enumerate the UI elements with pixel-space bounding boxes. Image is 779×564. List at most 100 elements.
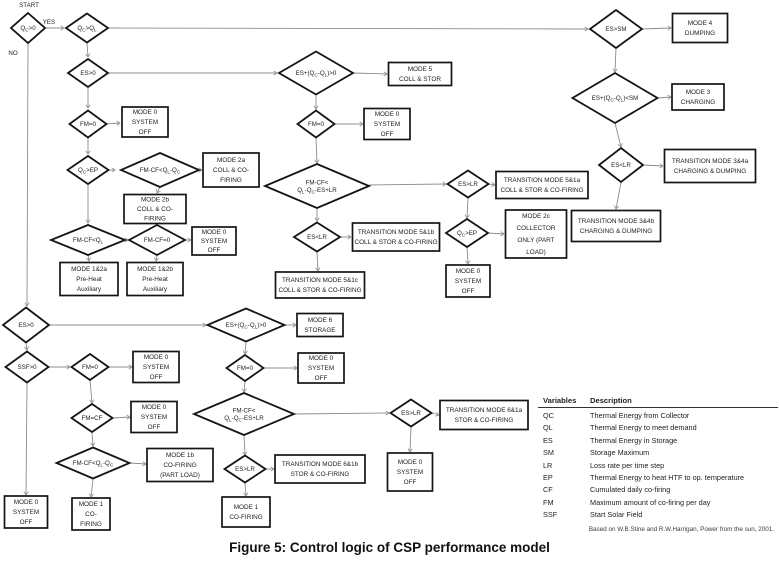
node-label: ES+(QC-QL)>0 — [296, 70, 337, 78]
node-label: MODE 5 — [408, 66, 433, 73]
flow-node-d20: FM=0 — [69, 352, 111, 382]
legend-description: Thermal Energy from Collector — [590, 411, 690, 420]
diamond-shape — [54, 446, 132, 480]
node-label: MODE 2c — [522, 213, 551, 220]
node-label: (PART LOAD) — [160, 472, 200, 479]
box-shape — [387, 61, 453, 87]
node-label: TRANSITION MODE 6&1a — [446, 407, 523, 414]
legend-description: Thermal Energy to meet demand — [590, 423, 697, 433]
node-label: FM-CF< — [233, 407, 256, 414]
flow-edge — [488, 182, 496, 187]
box-shape — [132, 350, 180, 384]
flow-edge — [107, 26, 589, 32]
node-label: CHARGING — [681, 99, 715, 106]
node-label: SYSTEM — [132, 119, 158, 126]
flow-node-d19: SSF>0 — [3, 350, 51, 384]
flow-edge — [314, 137, 320, 164]
node-label: FM-CF=0 — [144, 237, 171, 244]
flow-node-d12: ES<LR — [292, 221, 342, 253]
flow-edge — [487, 231, 505, 237]
diamond-shape — [224, 353, 266, 383]
legend-variable: CF — [543, 485, 553, 495]
flow-edge — [24, 342, 30, 351]
legend-row: QC Thermal Energy from Collector — [538, 410, 778, 422]
node-label: MODE 0 — [398, 459, 423, 466]
diamond-shape — [277, 50, 355, 96]
box-shape — [274, 454, 366, 484]
node-label: QC>EP — [78, 167, 98, 175]
flow-node-d26: ES>LR — [388, 398, 434, 428]
flow-node-d15: ES>SM — [588, 8, 644, 50]
legend-variable: QL — [543, 423, 553, 433]
node-label: Auxiliary — [77, 286, 102, 293]
diamond-shape — [444, 217, 490, 249]
legend-description: Thermal Energy in Storage — [590, 435, 678, 445]
legend-header: Variables Description — [538, 396, 778, 408]
flow-label-start: START — [19, 2, 39, 9]
node-label: MODE 0 — [14, 499, 39, 506]
flow-node-d23: ES+(QC-QL)>0 — [205, 307, 287, 343]
node-label: ES<LR — [611, 162, 631, 169]
diamond-shape — [3, 350, 51, 384]
diamond-shape — [205, 307, 287, 343]
node-label: CO-FIRING — [229, 514, 262, 521]
node-label: Auxiliary — [143, 286, 168, 293]
flow-node-d27: ES>LR — [222, 454, 268, 484]
flow-edge — [464, 197, 470, 219]
node-label: MODE 6 — [308, 317, 333, 324]
legend-variable: QC — [543, 411, 554, 420]
node-label: OFF — [315, 375, 328, 382]
flow-node-d25: FM-CF<QL-QC-ES+LR — [191, 392, 297, 436]
flow-node-d4: FM=0 — [67, 109, 109, 139]
flow-node-d5: QC>EP — [65, 154, 111, 186]
node-label: ES>SM — [605, 26, 626, 33]
node-label: Pre-Heat — [76, 276, 102, 283]
legend-row: ES Thermal Energy in Storage — [538, 435, 778, 447]
node-label: COLL & CO- — [213, 167, 249, 174]
node-label: COLL & STOR & CO-FIRING — [278, 287, 361, 294]
diamond-shape — [64, 12, 110, 44]
diamond-shape — [48, 224, 128, 256]
legend-variable: SM — [543, 448, 554, 458]
box-shape — [202, 152, 260, 188]
flow-node-d14: QC>EP — [444, 217, 490, 249]
node-label: DUMPING — [685, 30, 715, 37]
flow-label-no: NO — [8, 50, 17, 57]
legend-col2-header: Description — [590, 396, 632, 405]
node-label: MODE 1&2b — [137, 266, 173, 273]
box-shape — [363, 107, 411, 141]
node-label: OFF — [150, 374, 163, 381]
node-label: COLL & STOR — [399, 76, 441, 83]
node-label: QL-QC-ES+LR — [297, 187, 337, 195]
flow-edge — [129, 461, 147, 467]
flow-edge — [86, 254, 91, 262]
box-shape — [445, 264, 491, 298]
box-shape — [130, 400, 178, 434]
flow-node-d16: ES+(QC-QL)<SM — [570, 71, 660, 125]
flow-edge — [657, 94, 672, 100]
box-shape — [123, 193, 187, 225]
box-shape — [439, 399, 529, 431]
legend-variable: ES — [543, 435, 553, 445]
box-shape — [386, 452, 434, 492]
node-label: OFF — [148, 424, 161, 431]
node-label: STOR & CO-FIRING — [455, 417, 514, 424]
node-label: SYSTEM — [374, 121, 400, 128]
legend-variable: SSF — [543, 510, 558, 520]
flow-node-d24: FM=0 — [224, 353, 266, 383]
flow-node-d3: ES>0 — [66, 57, 110, 89]
box-shape — [663, 148, 757, 184]
flow-node-b28: MODE 1CO-FIRING — [221, 496, 271, 528]
node-label: SSF>0 — [17, 364, 37, 371]
node-label: FM=0 — [308, 121, 325, 128]
legend-description: Loss rate per time step — [590, 460, 665, 470]
node-label: FIRING — [80, 521, 102, 528]
